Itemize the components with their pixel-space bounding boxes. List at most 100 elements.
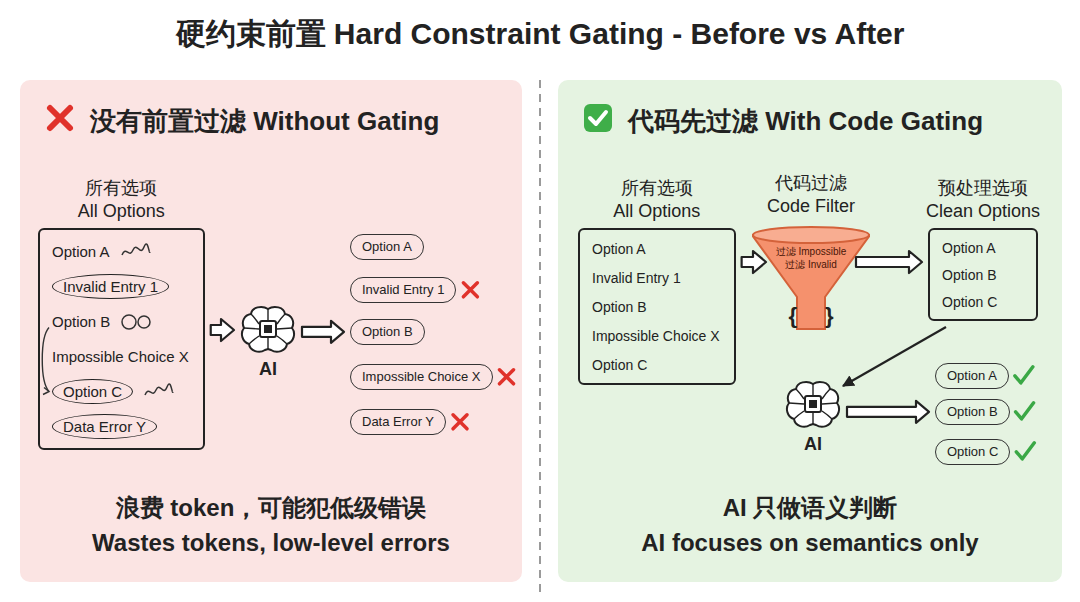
option-text: Impossible Choice X (592, 328, 720, 344)
result-text: Data Error Y (362, 414, 434, 429)
scribble-line (122, 243, 150, 254)
funnel-rim (753, 227, 869, 243)
option-row: Data Error Y (52, 409, 189, 444)
panel-caption: AI 只做语义判断 (558, 492, 1062, 524)
result-pill: Impossible Choice X (350, 364, 493, 390)
scribble-line (42, 328, 49, 392)
scribble-arrow (40, 230, 203, 448)
panel-heading: 代码先过滤 With Code Gating (628, 104, 983, 139)
list-heading: All Options (613, 200, 700, 223)
option-text: Data Error Y (52, 414, 157, 439)
result-text: Option B (362, 324, 413, 339)
check-stroke (590, 112, 606, 124)
brain-outline (787, 382, 839, 427)
scribble-circle (122, 315, 136, 329)
result-pill: Option A (350, 234, 424, 260)
code-filter-funnel: 代码过滤Code Filter过滤 Impossible过滤 Invalid{ … (752, 225, 870, 335)
option-row: Option A (592, 234, 720, 263)
result-text: Option C (947, 444, 998, 459)
brain-icon (785, 380, 841, 430)
panel-caption: Wastes tokens, low-level errors (20, 529, 522, 557)
scribble (120, 313, 152, 331)
cross-icon (44, 102, 76, 134)
option-row: Option C (592, 350, 720, 379)
result-pill: Data Error Y (350, 409, 446, 435)
result-pill: Invalid Entry 1 (350, 277, 456, 303)
ai-brain: AI (240, 305, 296, 355)
result-text: Invalid Entry 1 (362, 282, 444, 297)
filter-rule: 过滤 Impossible (752, 245, 870, 258)
divider-line (539, 80, 541, 592)
list-heading: Clean Options (926, 200, 1040, 223)
option-text: Option C (942, 294, 997, 310)
ai-label: AI (259, 359, 277, 380)
result-pill: Option C (935, 439, 1010, 465)
panel: 没有前置过滤 Without Gating 浪费 token，可能犯低级错误 Was… (20, 80, 522, 582)
option-row: Impossible Choice X (592, 321, 720, 350)
option-row: Option B (942, 261, 1022, 288)
option-text: Option B (592, 299, 646, 315)
option-row: Option B (592, 292, 720, 321)
option-text: Option C (592, 357, 647, 373)
scribble-circle (138, 316, 150, 328)
cross-stroke (50, 108, 70, 128)
chip-core (264, 325, 272, 333)
diagram-title: 硬约束前置 Hard Constraint Gating - Before vs… (0, 14, 1080, 55)
option-text: Option A (592, 241, 646, 257)
options-box: 所有选项All OptionsOption AInvalid Entry 1Op… (38, 228, 205, 450)
chip-core (809, 400, 817, 408)
brain-folds (789, 384, 837, 424)
ai-brain: AI (785, 380, 841, 430)
result-pill: Option B (350, 319, 425, 345)
filter-heading: Code Filter (767, 195, 855, 218)
scribble-line (145, 383, 173, 394)
result-text: Impossible Choice X (362, 369, 481, 384)
list-heading: 所有选项 (78, 177, 165, 200)
brain-folds (244, 309, 292, 349)
chip (805, 396, 821, 412)
panel: 代码先过滤 With Code Gating AI 只做语义判断 AI focuse… (558, 80, 1062, 582)
panel-heading: 没有前置过滤 Without Gating (90, 104, 439, 139)
option-text: Invalid Entry 1 (592, 270, 681, 286)
filter-rule: 过滤 Invalid (752, 258, 870, 271)
options-box: 所有选项All OptionsOption AInvalid Entry 1Op… (578, 228, 736, 385)
option-text: Option A (52, 243, 110, 260)
code-braces: { } (752, 303, 870, 328)
option-text: Impossible Choice X (52, 348, 189, 365)
option-row: Option A (942, 234, 1022, 261)
option-text: Option A (942, 240, 996, 256)
scribble (143, 383, 175, 401)
brain-icon (240, 305, 296, 355)
option-text: Option B (942, 267, 996, 283)
brain-outline (242, 307, 294, 352)
check-icon (582, 102, 614, 134)
option-row: Impossible Choice X (52, 339, 189, 374)
ai-label: AI (804, 434, 822, 455)
chip (260, 321, 276, 337)
result-text: Option A (362, 239, 412, 254)
option-row: Option C (52, 374, 189, 409)
option-row: Invalid Entry 1 (592, 263, 720, 292)
options-box: 预处理选项Clean OptionsOption AOption BOption… (928, 228, 1038, 321)
result-text: Option A (947, 368, 997, 383)
result-text: Option B (947, 404, 998, 419)
list-heading: 预处理选项 (926, 177, 1040, 200)
option-row: Option C (942, 288, 1022, 315)
option-text: Option C (52, 379, 133, 404)
scribble-head (43, 388, 49, 395)
result-pill: Option B (935, 399, 1010, 425)
option-row: Invalid Entry 1 (52, 269, 189, 304)
scribble (120, 243, 152, 261)
option-row: Option A (52, 234, 189, 269)
option-text: Option B (52, 313, 110, 330)
list-heading: 所有选项 (613, 177, 700, 200)
check-box (584, 104, 612, 132)
list-heading: All Options (78, 200, 165, 223)
result-pill: Option A (935, 363, 1009, 389)
filter-heading: 代码过滤 (767, 172, 855, 195)
funnel-body (752, 235, 870, 329)
panel-caption: 浪费 token，可能犯低级错误 (20, 492, 522, 524)
option-row: Option B (52, 304, 189, 339)
panel-caption: AI focuses on semantics only (558, 529, 1062, 557)
option-text: Invalid Entry 1 (52, 274, 169, 299)
